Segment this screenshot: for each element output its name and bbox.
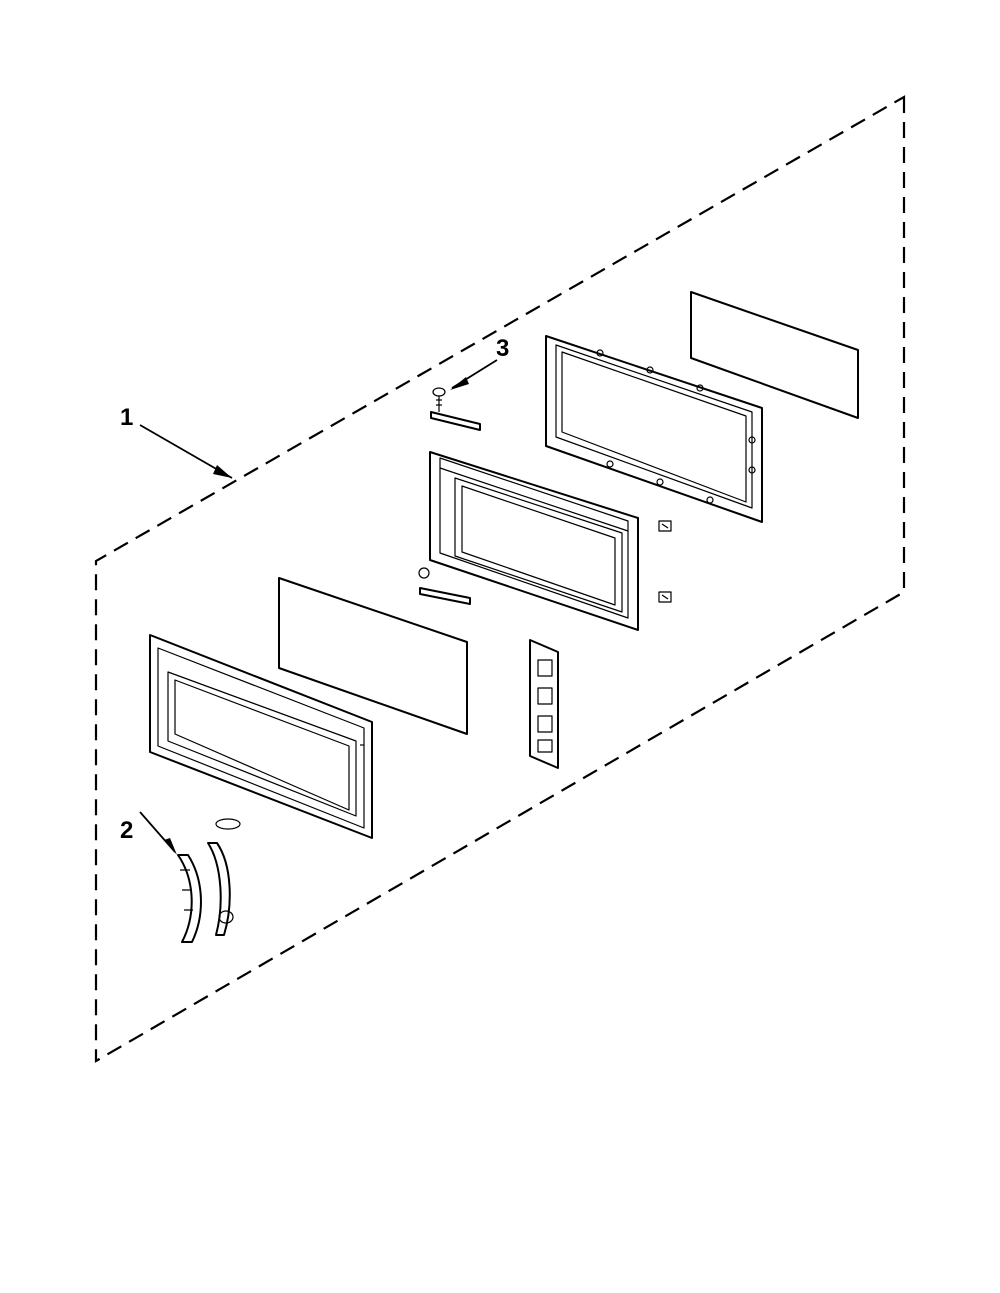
latch-clip-bottom <box>658 591 672 603</box>
handle <box>177 854 202 943</box>
hinge-plate-top <box>430 411 481 431</box>
callout-2-label: 2 <box>120 817 133 844</box>
callout-2-leader <box>139 811 177 855</box>
screw <box>432 387 446 412</box>
hinge-plate-bottom <box>419 587 471 605</box>
handle-cover <box>215 818 241 830</box>
callout-1-leader <box>139 424 233 479</box>
hinge-block <box>529 639 559 769</box>
assembly-boundary <box>94 95 906 1063</box>
callout-1-label: 1 <box>120 404 133 431</box>
latch-clip-top <box>658 520 672 532</box>
callout-3-leader <box>450 359 498 390</box>
choke-frame-rear <box>545 335 763 523</box>
window-glass-front <box>278 577 468 735</box>
rear-glass <box>690 291 859 419</box>
door-frame-front <box>149 634 373 839</box>
handle-mount <box>207 842 234 936</box>
inner-door-frame <box>429 451 639 631</box>
nut <box>418 567 430 579</box>
callout-3-label: 3 <box>496 335 509 362</box>
